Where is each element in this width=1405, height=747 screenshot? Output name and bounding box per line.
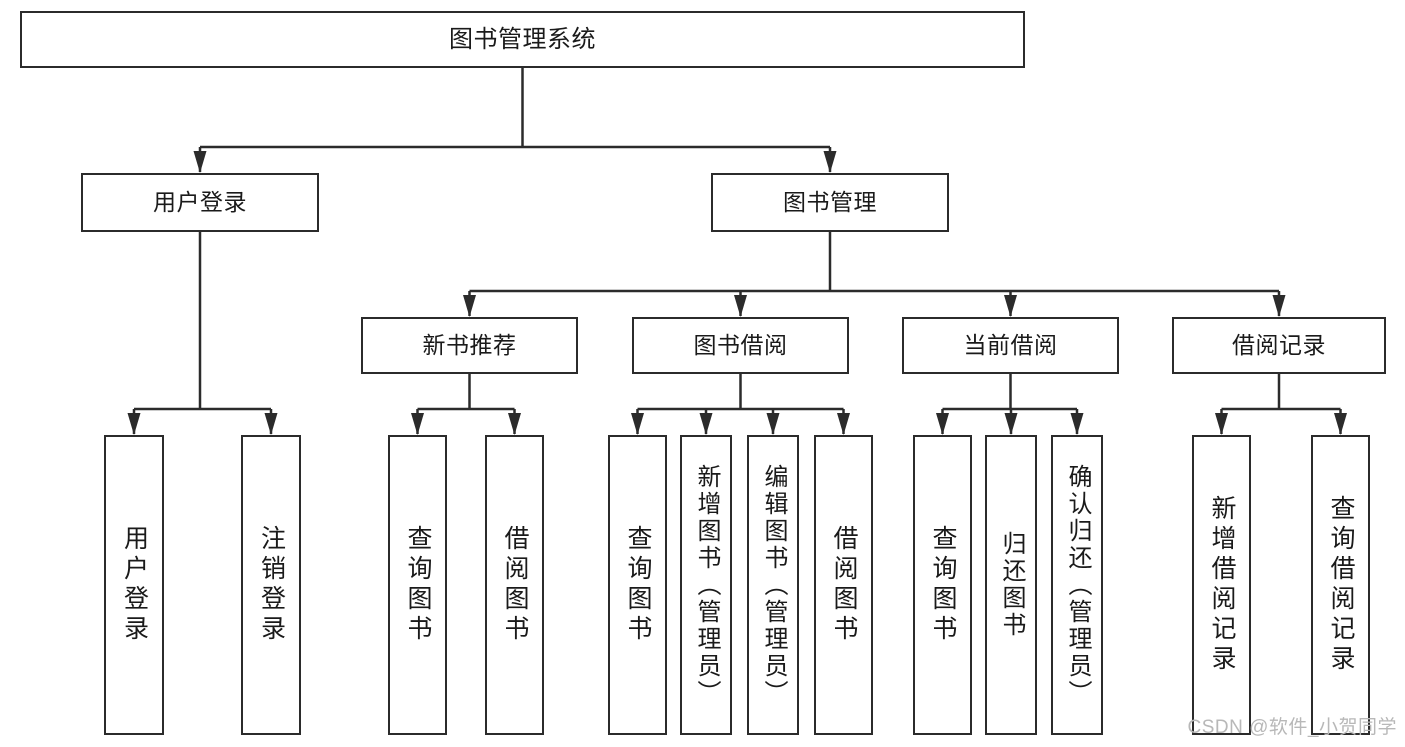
node-label: 查询借阅记录 <box>1327 495 1355 675</box>
arrowhead-icon <box>1004 413 1018 435</box>
node-label: 借阅图书 <box>830 525 858 645</box>
arrowhead-icon <box>1070 413 1084 435</box>
node-leaf-query-book-current[interactable]: 查询图书 <box>913 435 972 735</box>
arrowhead-icon <box>127 413 141 435</box>
node-label: 编辑图书（管理员） <box>759 463 787 707</box>
arrowhead-icon <box>631 413 644 435</box>
node-label: 借阅记录 <box>1232 332 1326 359</box>
arrowhead-icon <box>699 413 713 435</box>
arrowhead-icon <box>936 413 949 435</box>
node-new-book-recommend[interactable]: 新书推荐 <box>361 317 578 374</box>
node-label: 当前借阅 <box>963 332 1058 359</box>
arrowhead-icon <box>1004 295 1017 317</box>
arrowhead-icon <box>1215 413 1228 435</box>
node-leaf-query-book-borrow[interactable]: 查询图书 <box>608 435 667 735</box>
node-leaf-logout[interactable]: 注销登录 <box>241 435 301 735</box>
node-leaf-add-book[interactable]: 新增图书（管理员） <box>680 435 732 735</box>
node-label: 归还图书 <box>997 531 1025 639</box>
arrowhead-icon <box>463 295 476 317</box>
node-borrow-records[interactable]: 借阅记录 <box>1172 317 1386 374</box>
node-leaf-confirm-return[interactable]: 确认归还（管理员） <box>1051 435 1103 735</box>
node-label: 图书借阅 <box>693 332 788 359</box>
node-leaf-return-book[interactable]: 归还图书 <box>985 435 1037 735</box>
node-leaf-user-login[interactable]: 用户登录 <box>104 435 164 735</box>
arrowhead-icon <box>264 413 278 435</box>
arrowhead-icon <box>837 413 850 435</box>
arrowhead-icon <box>193 151 207 173</box>
arrowhead-icon <box>1272 295 1286 317</box>
node-label: 确认归还（管理员） <box>1063 463 1091 707</box>
node-label: 查询图书 <box>404 525 432 645</box>
node-label: 用户登录 <box>120 525 149 645</box>
node-label: 新增借阅记录 <box>1208 495 1236 675</box>
node-label: 查询图书 <box>624 525 652 645</box>
arrowhead-icon <box>766 413 780 435</box>
node-root[interactable]: 图书管理系统 <box>20 11 1025 68</box>
node-leaf-add-record[interactable]: 新增借阅记录 <box>1192 435 1251 735</box>
node-label: 图书管理 <box>783 189 877 216</box>
node-leaf-query-record[interactable]: 查询借阅记录 <box>1311 435 1370 735</box>
node-leaf-borrow-book-new[interactable]: 借阅图书 <box>485 435 544 735</box>
node-label: 注销登录 <box>257 525 286 645</box>
node-book-management[interactable]: 图书管理 <box>711 173 949 232</box>
node-leaf-query-book-new[interactable]: 查询图书 <box>388 435 447 735</box>
node-label: 图书管理系统 <box>449 25 596 53</box>
arrowhead-icon <box>1334 413 1347 435</box>
arrowhead-icon <box>508 413 521 435</box>
node-label: 查询图书 <box>929 525 957 645</box>
node-label: 新增图书（管理员） <box>692 463 720 707</box>
watermark-text: CSDN @软件_小贺同学 <box>1187 717 1397 738</box>
connector-group-book-borrow <box>631 374 850 435</box>
arrowhead-icon <box>823 151 837 173</box>
node-label: 新书推荐 <box>422 332 517 359</box>
connector-group-root <box>193 68 837 173</box>
node-label: 用户登录 <box>153 189 247 216</box>
node-leaf-edit-book[interactable]: 编辑图书（管理员） <box>747 435 799 735</box>
node-user-login[interactable]: 用户登录 <box>81 173 319 232</box>
connector-group-user-login <box>127 232 278 435</box>
connector-group-new-book-recommend <box>411 374 521 435</box>
arrowhead-icon <box>734 295 747 317</box>
node-label: 借阅图书 <box>501 525 529 645</box>
node-book-borrow[interactable]: 图书借阅 <box>632 317 849 374</box>
connector-group-current-borrow <box>936 374 1084 435</box>
connector-group-book-management <box>463 232 1286 317</box>
node-current-borrow[interactable]: 当前借阅 <box>902 317 1119 374</box>
node-leaf-borrow-book[interactable]: 借阅图书 <box>814 435 873 735</box>
connector-group-borrow-records <box>1215 374 1347 435</box>
arrowhead-icon <box>411 413 424 435</box>
